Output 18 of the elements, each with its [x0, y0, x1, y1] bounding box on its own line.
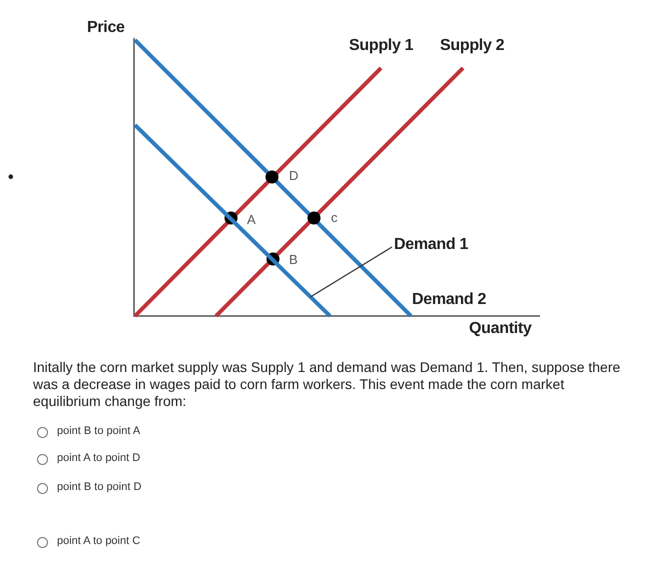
question-text: Initally the corn market supply was Supply 1 and demand was Demand 1. Then, suppose there was a decrease in wages paid to corn farm workers. This event made the corn market equilibrium change from:: [33, 359, 622, 410]
point-label: D: [289, 168, 298, 183]
curve-label: Demand 2: [412, 291, 486, 309]
curve-label: Demand 1: [394, 236, 468, 254]
point-label: A: [247, 212, 256, 227]
bullet: •: [8, 169, 14, 187]
axis-label: Price: [87, 19, 125, 37]
point-label: B: [289, 252, 298, 267]
point-label: c: [331, 210, 338, 225]
option-text: point A to point D: [57, 452, 140, 464]
curve-label: Supply 1: [349, 37, 414, 55]
option-text: point B to point A: [57, 425, 140, 437]
option-text: point B to point D: [57, 481, 142, 493]
demand-curve: [134, 124, 332, 318]
curve-label: Supply 2: [440, 37, 504, 55]
leader-line: [310, 246, 392, 298]
option-text: point A to point C: [57, 535, 140, 547]
axis-label: Quantity: [469, 320, 532, 338]
